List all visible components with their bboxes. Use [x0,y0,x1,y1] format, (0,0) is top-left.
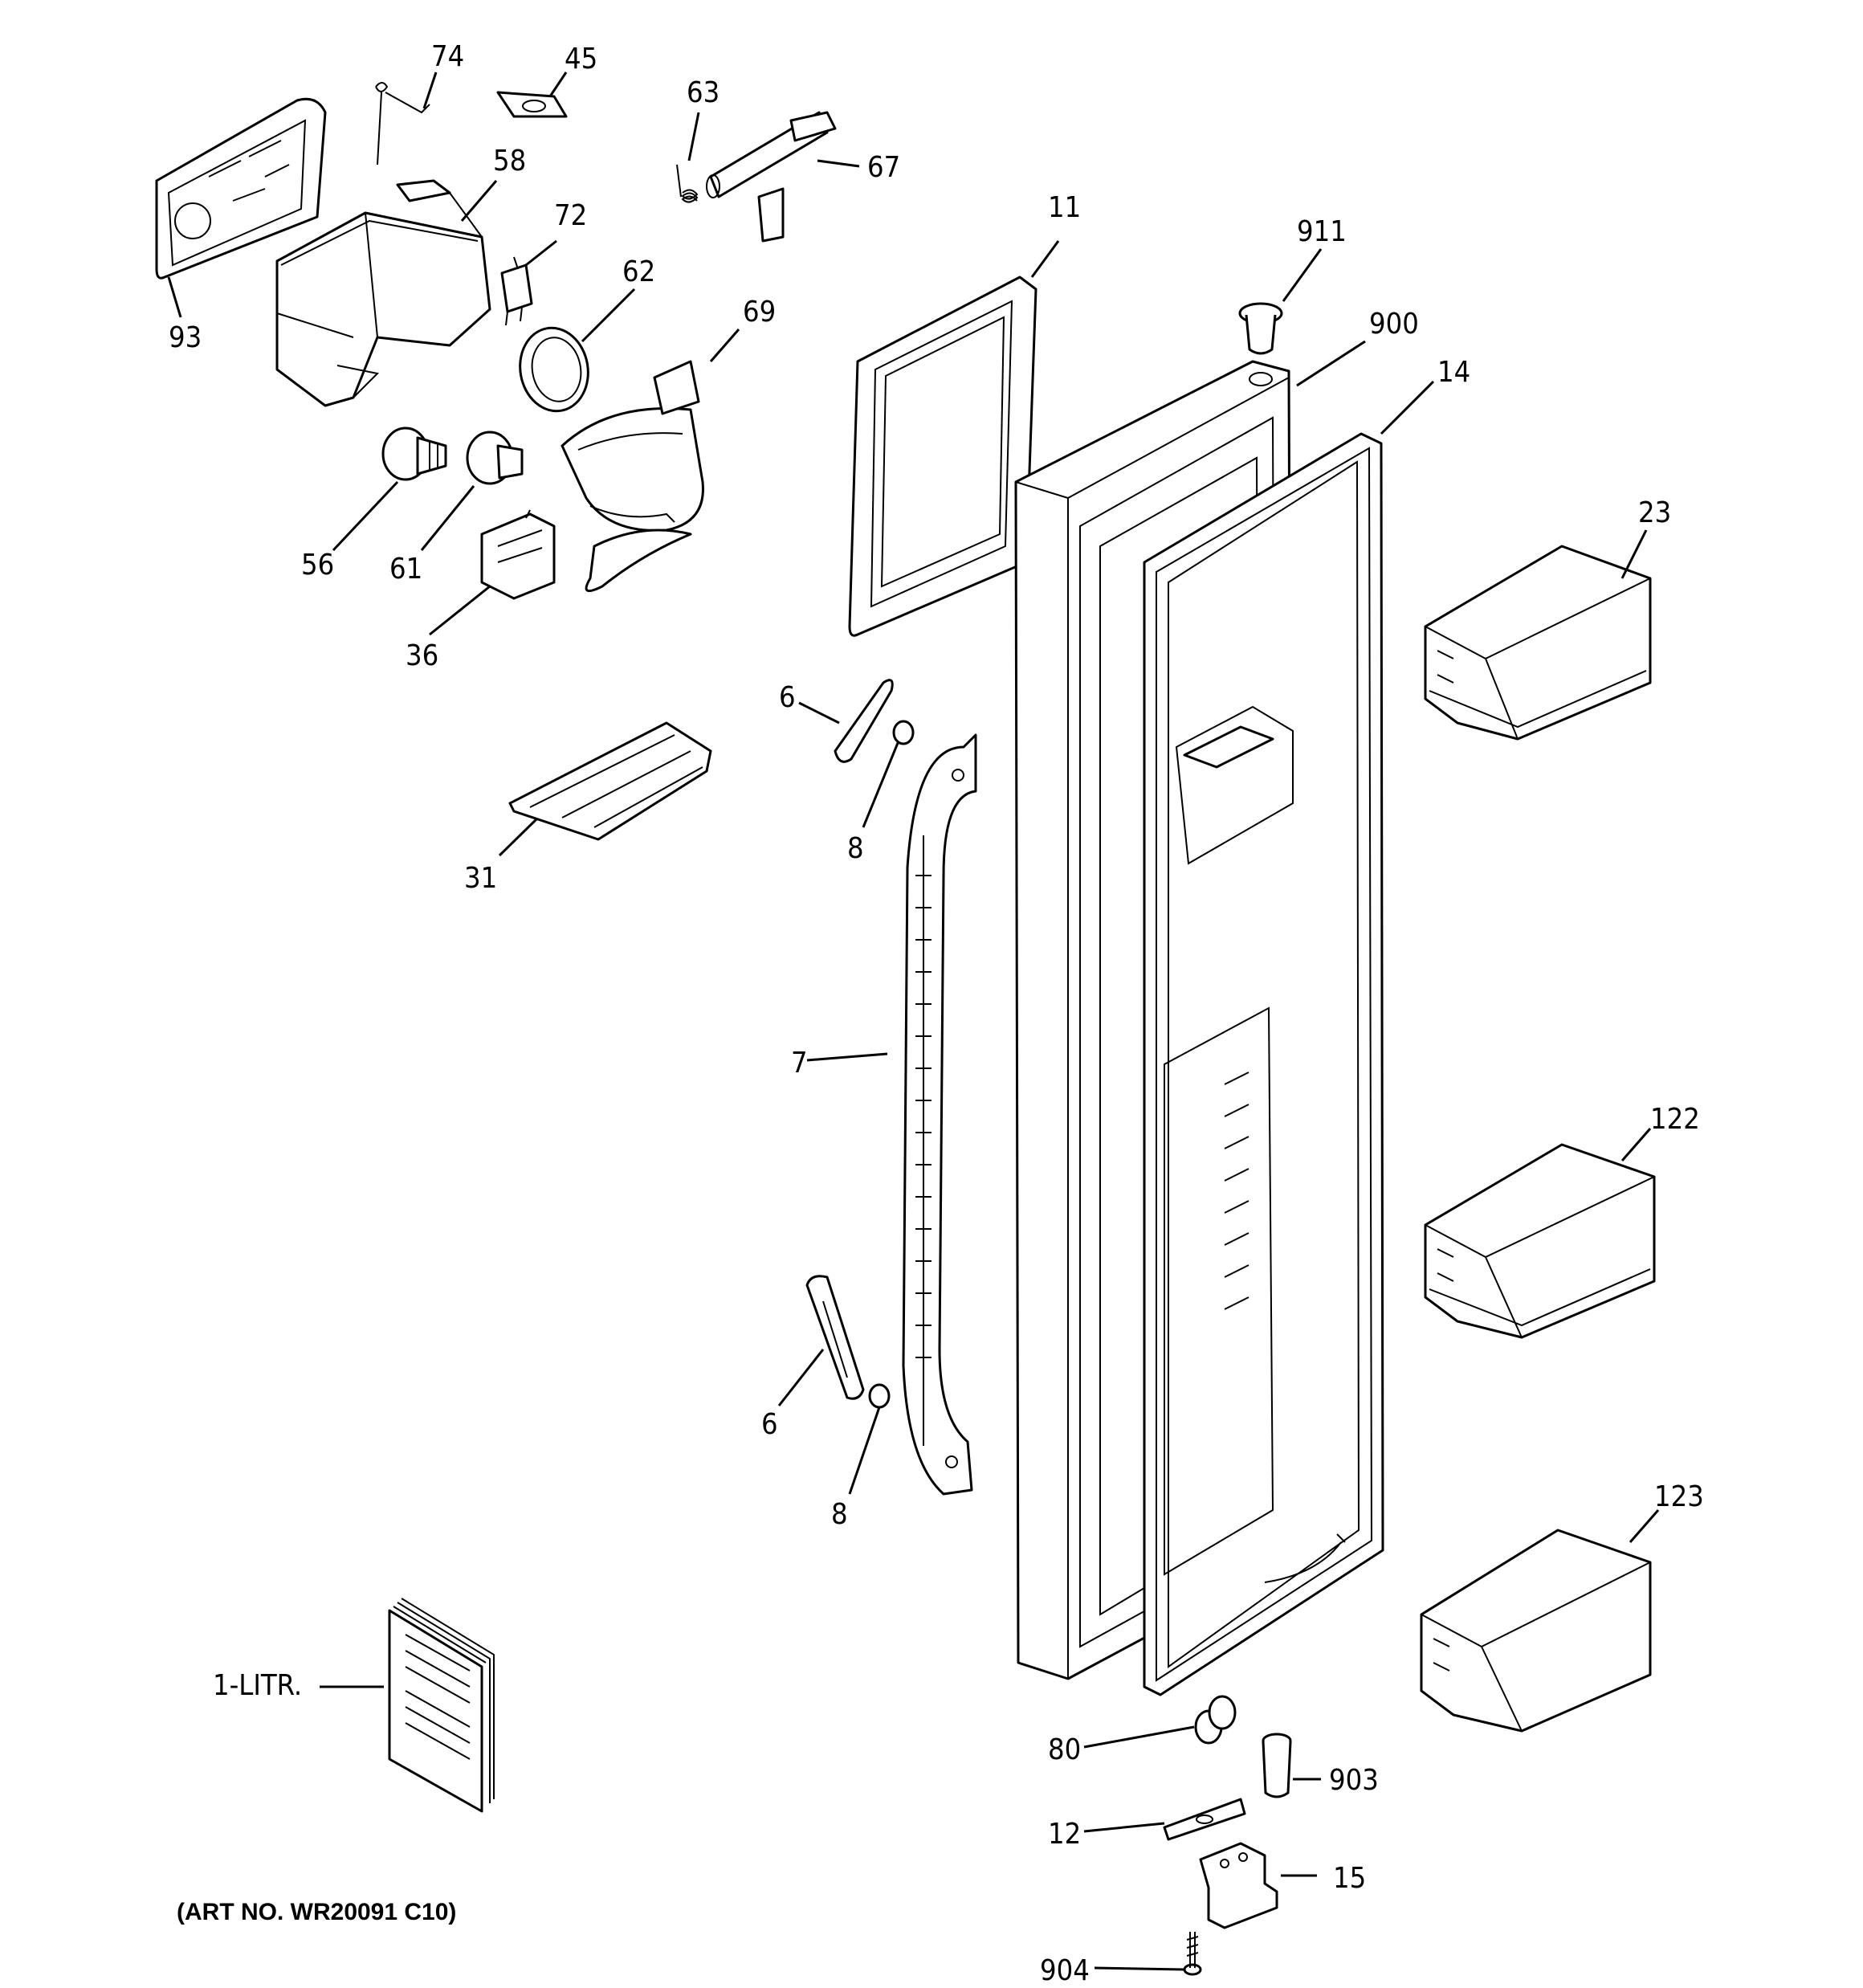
part-labels: 74 45 63 67 58 72 93 62 69 11 911 900 14… [169,40,1704,1987]
part-23-bin [1424,545,1652,741]
part-8-screw-bottom [868,1383,891,1409]
part-56-bulb [381,427,447,481]
label-61: 61 [389,553,422,586]
label-904: 904 [1040,1954,1090,1987]
label-122: 122 [1650,1103,1700,1136]
label-900: 900 [1369,308,1419,341]
part-904-screw [1183,1932,1202,1976]
part-72-switch [500,256,533,326]
label-93: 93 [169,321,202,354]
label-62: 62 [622,255,655,288]
part-67-shaft [706,111,837,243]
label-31: 31 [464,862,497,895]
label-36: 36 [406,639,438,672]
part-6-handle-cap-bottom [805,1275,865,1400]
label-12: 12 [1048,1818,1081,1851]
part-63-spring [676,164,699,203]
part-80-plug [1194,1695,1237,1745]
part-8-screw-top [892,720,915,745]
part-62-ring [519,326,589,413]
part-1-litr-manual [388,1598,495,1813]
part-15-hinge [1199,1842,1278,1929]
label-74: 74 [431,40,464,73]
label-123: 123 [1654,1480,1704,1513]
part-911-bushing [1238,302,1283,355]
label-14: 14 [1437,356,1470,389]
part-123-bin [1420,1529,1652,1733]
label-67: 67 [867,151,900,184]
part-74-spring [375,82,430,165]
label-6-bottom: 6 [761,1408,778,1441]
label-903: 903 [1329,1764,1379,1797]
part-11-frame [848,276,1037,637]
label-15: 15 [1333,1862,1366,1895]
label-1-litr: 1-LITR. [213,1669,302,1702]
label-69: 69 [743,296,776,329]
part-7-handle [902,733,977,1496]
label-11: 11 [1048,191,1081,224]
dispenser-recess [1164,705,1346,1583]
part-61-fitting [466,431,524,485]
part-93-control-panel [155,97,327,280]
label-911: 911 [1297,215,1347,248]
label-80: 80 [1048,1733,1081,1766]
part-36-bracket [480,509,556,600]
label-63: 63 [687,76,720,109]
art-number: (ART NO. WR20091 C10) [177,1899,456,1925]
part-903-pin [1262,1733,1292,1798]
label-58: 58 [493,145,526,178]
part-45-bracket [496,91,568,118]
part-122-bin [1424,1143,1656,1339]
part-12-shim [1163,1798,1246,1841]
label-6-top: 6 [779,681,796,714]
label-23: 23 [1638,496,1671,529]
label-8-bottom: 8 [831,1498,848,1531]
label-8-top: 8 [847,832,864,865]
part-69-cup [561,360,704,593]
label-45: 45 [565,43,597,76]
label-72: 72 [554,199,587,232]
part-58-dispenser-housing [275,179,491,407]
leader-lines [167,71,1660,1971]
label-56: 56 [301,549,334,582]
part-14-gasket [1143,432,1384,1696]
part-31-shelf [508,721,712,841]
part-6-handle-cap-top [834,679,894,763]
label-7: 7 [791,1047,808,1080]
